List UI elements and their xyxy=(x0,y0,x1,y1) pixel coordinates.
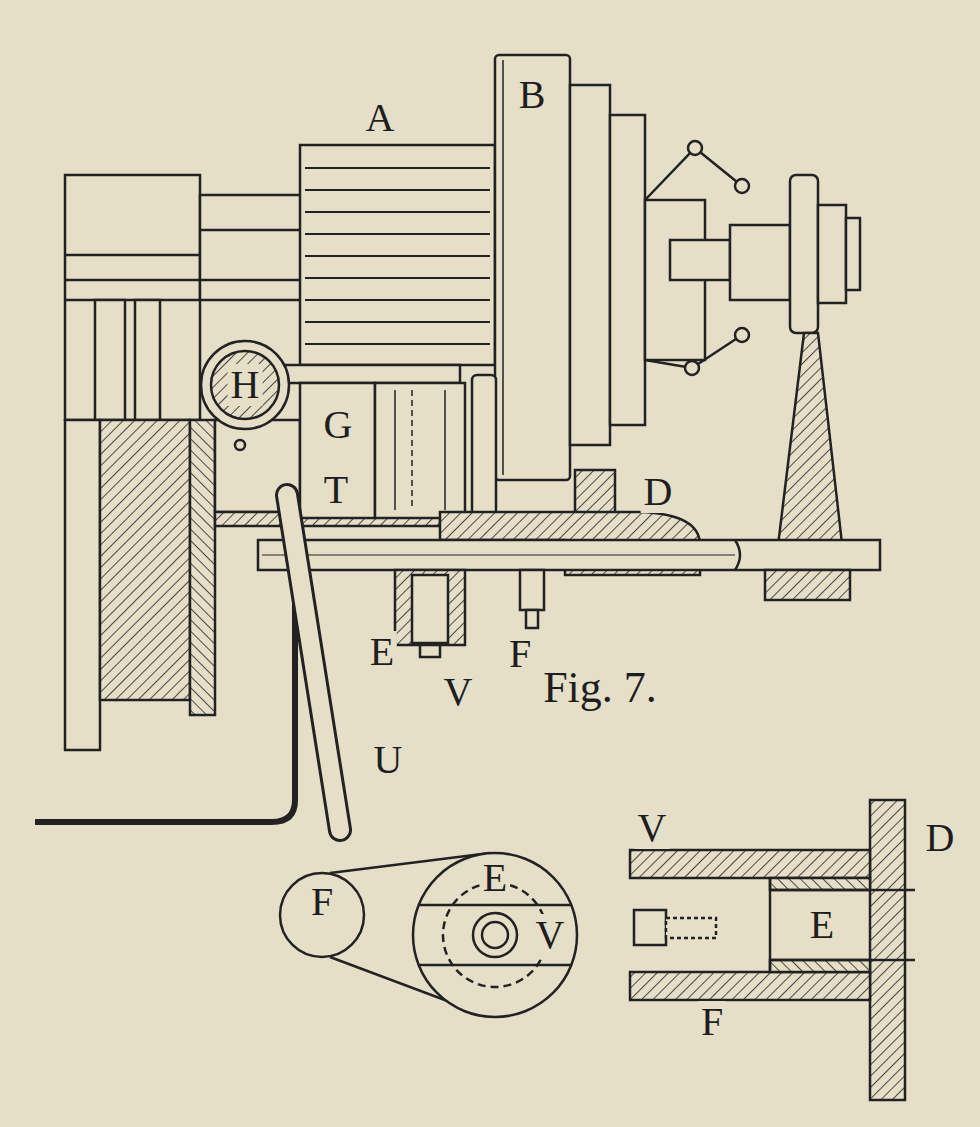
drawing-line xyxy=(285,365,460,383)
drawing-line xyxy=(300,383,375,518)
drawing-line xyxy=(670,240,730,280)
drawing-line xyxy=(735,328,749,342)
part-letter: F xyxy=(308,881,336,923)
drawing-line xyxy=(190,420,215,715)
drawing-line xyxy=(305,189,490,191)
drawing-line xyxy=(735,179,749,193)
drawing-line xyxy=(305,233,490,235)
part-letter: T xyxy=(321,469,351,511)
drawing-line xyxy=(258,540,880,570)
drawing-line xyxy=(420,645,440,657)
drawing-line xyxy=(526,610,538,628)
drawing-line xyxy=(735,540,740,570)
drawing-line xyxy=(666,918,716,938)
drawing-line xyxy=(135,300,160,420)
drawing-line xyxy=(305,343,490,345)
drawing-line xyxy=(375,383,465,518)
drawing-line xyxy=(685,361,699,375)
part-letter: V xyxy=(635,807,670,849)
drawing-line xyxy=(305,321,490,323)
drawing-line xyxy=(287,495,340,830)
drawing-line xyxy=(395,570,465,645)
drawing-line xyxy=(65,175,200,420)
part-letter: F xyxy=(506,633,534,675)
part-letter: A xyxy=(363,97,398,139)
drawing-line xyxy=(200,195,305,300)
drawing-line xyxy=(495,55,570,480)
part-letter: D xyxy=(641,471,676,513)
part-letter: U xyxy=(371,739,406,781)
drawing-line xyxy=(630,972,870,1000)
drawing-line xyxy=(305,167,490,169)
drawing-line xyxy=(100,420,190,700)
drawing-line xyxy=(770,959,915,962)
drawing-line xyxy=(769,878,772,972)
end-view-drawing xyxy=(280,853,577,1017)
drawing-line xyxy=(765,570,850,600)
drawing-line xyxy=(35,548,295,822)
drawing-line xyxy=(300,145,495,365)
drawing-line xyxy=(770,889,915,892)
part-letter: B xyxy=(516,74,549,116)
drawing-line xyxy=(65,299,200,302)
drawing-line xyxy=(95,300,125,420)
drawing-line xyxy=(201,341,289,429)
drawing-line xyxy=(575,470,615,515)
drawing-line xyxy=(394,390,396,510)
part-letter: E xyxy=(367,631,397,673)
drawing-line xyxy=(305,211,490,213)
drawing-line xyxy=(520,570,544,610)
drawing-line xyxy=(418,904,572,907)
drawing-line xyxy=(287,495,340,830)
drawing-line xyxy=(444,390,446,510)
drawing-line xyxy=(305,255,490,257)
section-view-drawing xyxy=(630,800,915,1100)
drawing-line xyxy=(634,910,666,945)
drawing-line xyxy=(411,390,413,510)
drawing-line xyxy=(65,254,200,257)
drawing-line xyxy=(630,850,870,878)
drawing-line xyxy=(280,873,364,957)
drawing-line xyxy=(770,878,870,890)
drawing-line xyxy=(790,175,818,333)
drawing-line xyxy=(65,420,100,750)
part-letter: E xyxy=(480,857,510,899)
drawing-line xyxy=(305,277,490,279)
part-letter: V xyxy=(441,671,476,713)
drawing-line xyxy=(688,141,702,155)
drawing-line xyxy=(818,205,846,303)
headstock-drawing xyxy=(35,55,880,830)
drawing-line xyxy=(610,115,645,425)
drawing-line xyxy=(846,218,860,290)
drawing-line xyxy=(235,440,245,450)
part-letter: D xyxy=(923,817,958,859)
drawing-line xyxy=(775,333,845,570)
drawing-line xyxy=(412,575,448,643)
drawing-line xyxy=(305,299,490,301)
drawing-line xyxy=(262,554,735,555)
figure-caption: Fig. 7. xyxy=(540,665,660,711)
drawing-line xyxy=(65,279,200,282)
part-letter: H xyxy=(228,364,263,406)
drawing-line xyxy=(473,913,517,957)
drawing-line xyxy=(413,853,577,1017)
part-letter: V xyxy=(533,914,568,956)
part-letter: E xyxy=(807,904,837,946)
drawing-line xyxy=(200,229,305,232)
drawing-line xyxy=(418,964,572,967)
drawing-line xyxy=(770,960,870,972)
part-letter: G xyxy=(321,404,356,446)
drawing-line xyxy=(482,922,508,948)
drawing-line xyxy=(570,85,610,445)
drawing-line xyxy=(870,800,905,1100)
part-letter: F xyxy=(698,1001,726,1043)
drawing-line xyxy=(502,60,504,475)
drawing-line xyxy=(200,279,305,282)
drawing-line xyxy=(211,351,279,419)
drawing-line xyxy=(472,375,496,515)
drawing-line xyxy=(730,225,790,300)
